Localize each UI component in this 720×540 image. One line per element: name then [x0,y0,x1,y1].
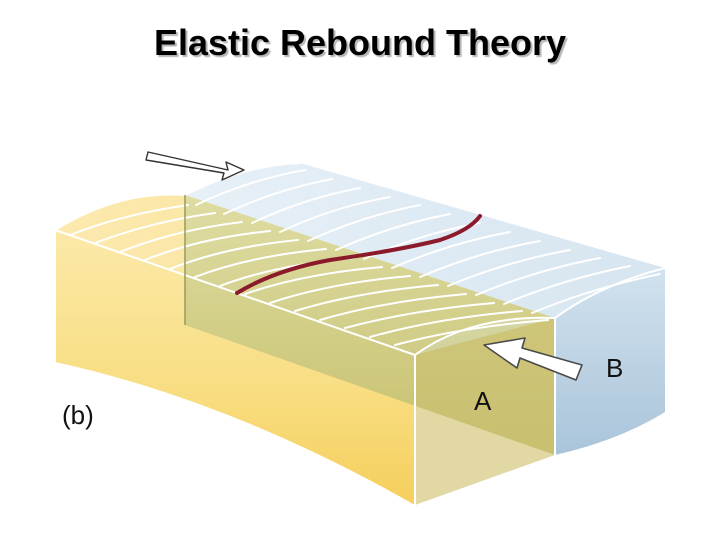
block-a-label: A [474,386,492,416]
slide-title: Elastic Rebound Theory [153,22,567,63]
block-a-front-face [55,230,415,505]
block-b-label: B [606,353,623,383]
block-a-front-edge-shade [415,318,555,505]
block-outlines [54,162,666,505]
fault-offset-line [235,214,482,295]
block-b-side-face [555,268,665,455]
block-b-strain-lines [195,169,661,314]
panel-label: (b) [62,400,94,430]
push-arrow-top-icon [145,151,245,181]
push-arrow-right-icon [483,337,583,381]
block-a-strain-lines [69,204,549,346]
